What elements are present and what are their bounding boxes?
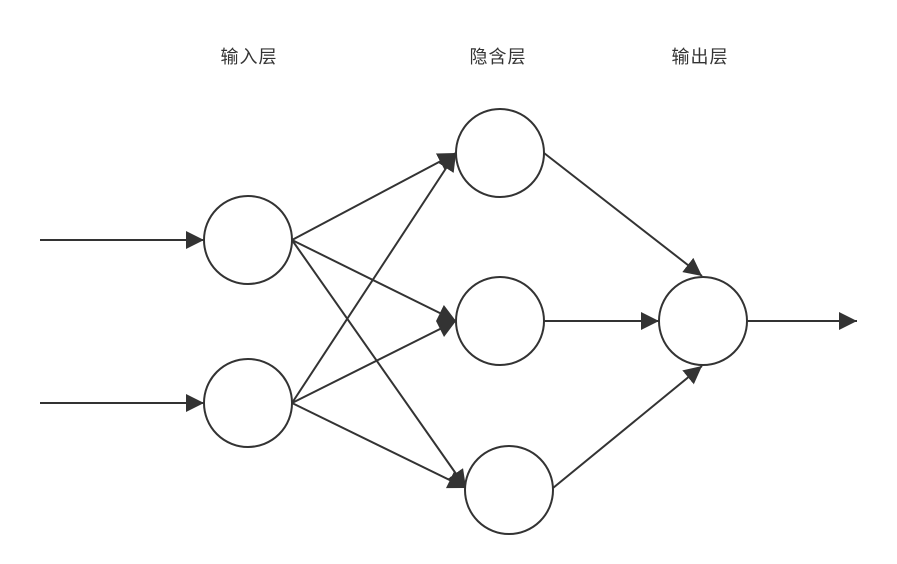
input-node-2	[203, 358, 293, 448]
edge-input2-hidden2	[291, 320, 457, 404]
hidden-node-1	[455, 108, 545, 198]
output-node	[658, 276, 748, 366]
edge-hidden3-output	[552, 365, 703, 489]
edge-hidden1-output	[543, 152, 703, 277]
input-layer-label: 输入层	[220, 47, 278, 68]
hidden-layer-label: 隐含层	[469, 47, 527, 68]
edge-input1-hidden1	[291, 152, 457, 241]
output-layer-label: 输出层	[671, 47, 729, 68]
hidden-node-3	[464, 445, 554, 535]
input-node-1	[203, 195, 293, 285]
hidden-node-2	[455, 276, 545, 366]
edge-input2-hidden1	[291, 152, 457, 404]
edge-input1-hidden2	[291, 239, 457, 322]
edge-input2-hidden3	[291, 402, 467, 489]
edge-input1-hidden3	[291, 239, 467, 489]
